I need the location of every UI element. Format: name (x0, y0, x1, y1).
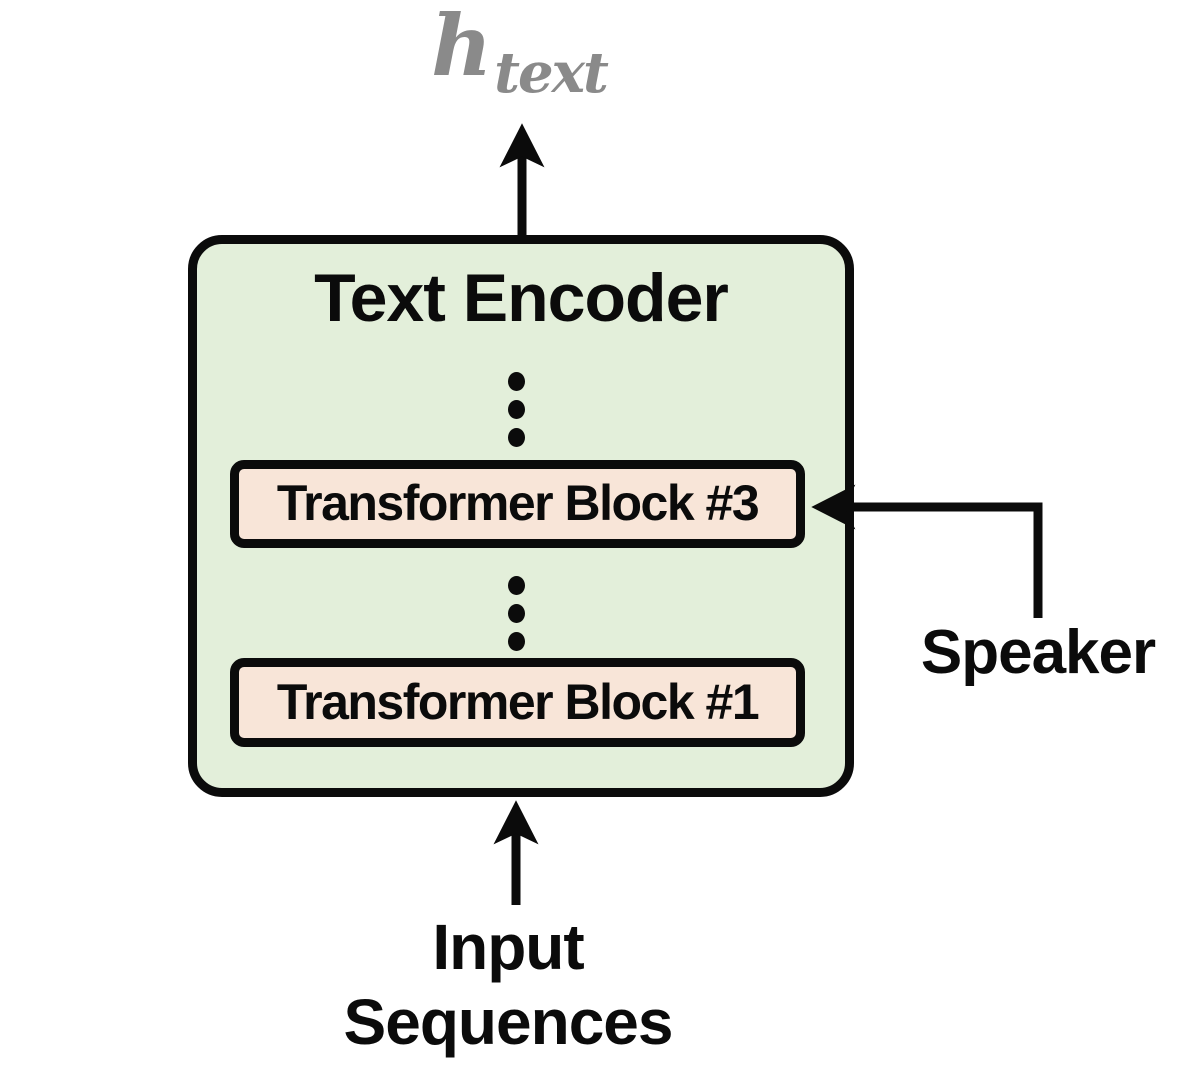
vertical-ellipsis-upper-icon (508, 372, 525, 447)
input-sequences-line2: Sequences (343, 986, 674, 1058)
output-embedding-label: htext (431, 4, 609, 102)
dot (508, 632, 525, 651)
dot (508, 576, 525, 595)
dot (508, 372, 525, 391)
speaker-arrow-icon (811, 484, 1043, 618)
math-h-symbol: h (431, 0, 493, 95)
transformer-block-3: Transformer Block #3 (230, 460, 805, 548)
speaker-label: Speaker (920, 618, 1156, 687)
transformer-block-3-label: Transformer Block #3 (276, 475, 760, 531)
math-text-subscript: text (494, 40, 609, 106)
vertical-ellipsis-lower-icon (508, 576, 525, 651)
transformer-block-1: Transformer Block #1 (230, 658, 805, 747)
input-sequences-line1: Input (432, 911, 584, 983)
dot (508, 604, 525, 623)
text-encoder-title: Text Encoder (314, 260, 729, 336)
transformer-block-1-label: Transformer Block #1 (276, 673, 760, 730)
input-sequences-label: Input Sequences (343, 910, 674, 1060)
dot (508, 428, 525, 447)
dot (508, 400, 525, 419)
